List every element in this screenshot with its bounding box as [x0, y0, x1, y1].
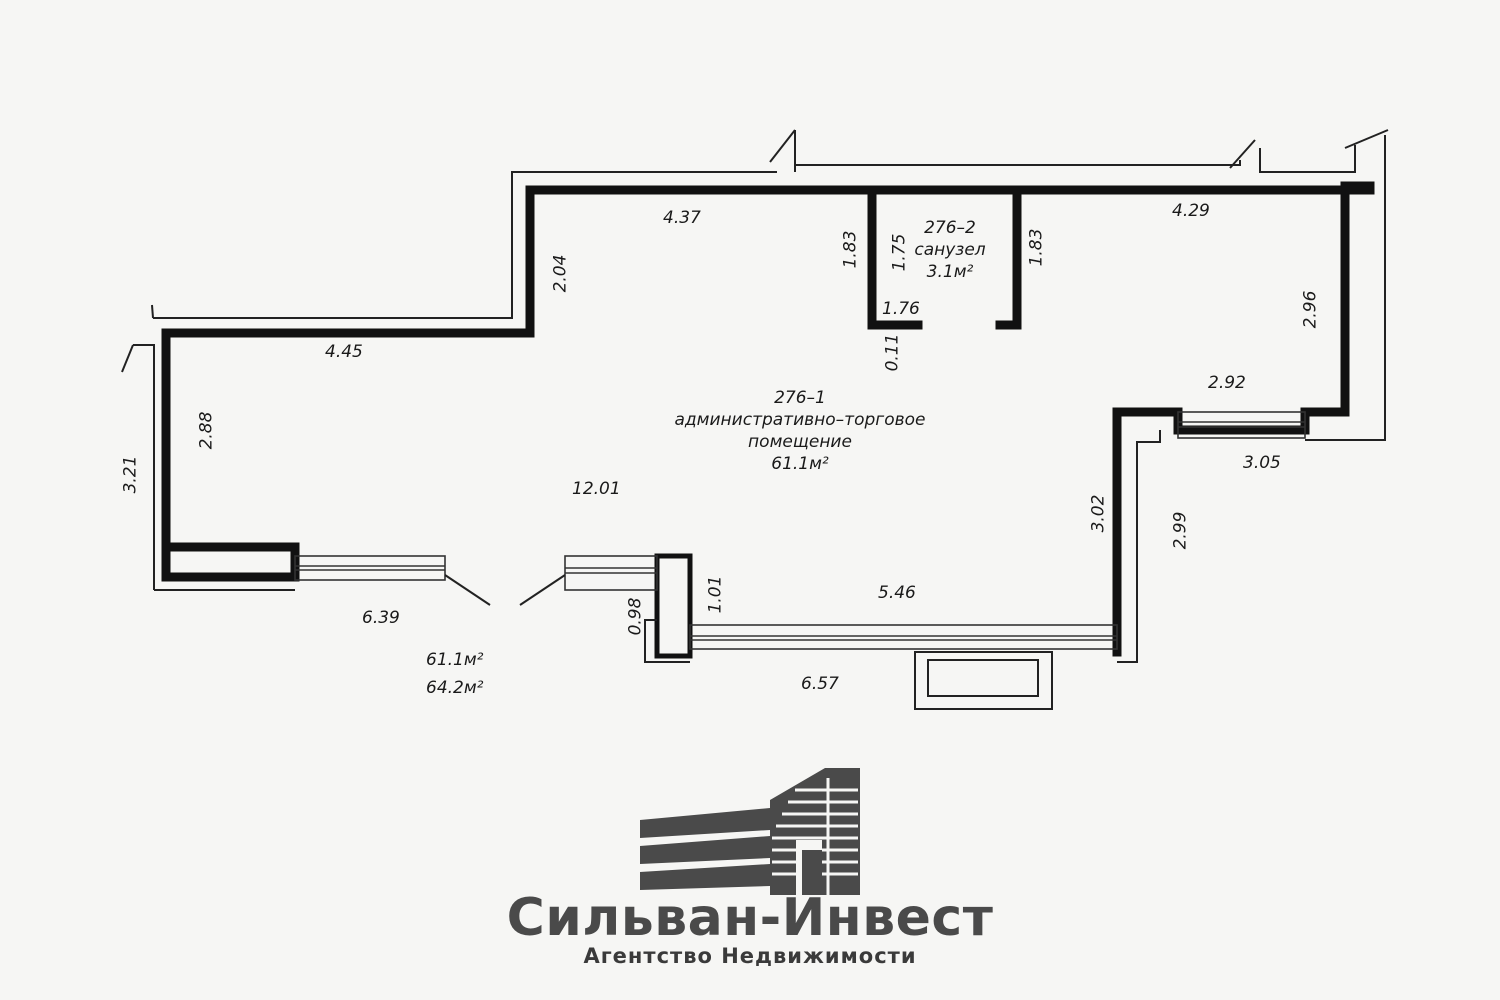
window-bottom — [689, 624, 1118, 650]
outer-contour-column — [644, 619, 690, 663]
dim-2-04: 2.04 — [550, 254, 571, 293]
window-right — [1177, 411, 1306, 439]
room-wc-area: 3.1м² — [926, 262, 974, 282]
room-wc-number: 276–2 — [924, 218, 976, 238]
room-main-name-1: административно–торговое — [674, 410, 926, 430]
room-main-label: 276–1 административно–торговое помещение… — [650, 387, 950, 475]
outer-contour-left-diag — [121, 344, 134, 373]
outer-contour-right — [1305, 135, 1386, 441]
door-leaf-right — [519, 574, 566, 606]
room-main-area: 61.1м² — [771, 454, 829, 474]
total-area-full: 64.2м² — [426, 678, 484, 698]
dim-1-75: 1.75 — [889, 233, 910, 272]
dim-2-96: 2.96 — [1300, 290, 1321, 329]
porch — [914, 651, 1053, 710]
outer-contour-top-mid2 — [795, 160, 1241, 166]
outer-contour-right-lower — [1117, 430, 1161, 663]
room-wc-name: санузел — [914, 240, 986, 260]
dim-4-45: 4.45 — [325, 342, 363, 362]
brand-logo-icon — [640, 768, 860, 895]
outer-contour-top-right — [1259, 145, 1356, 173]
dim-3-21: 3.21 — [120, 455, 141, 494]
dim-3-05: 3.05 — [1243, 453, 1281, 473]
dim-12-01: 12.01 — [572, 479, 621, 499]
room-main-number: 276–1 — [774, 388, 826, 408]
outer-contour-top — [153, 171, 777, 319]
dim-2-88: 2.88 — [196, 411, 217, 450]
wc-wall-left — [867, 185, 923, 330]
room-main-name-2: помещение — [748, 432, 852, 452]
dim-0-11: 0.11 — [882, 333, 903, 372]
dim-1-83-right: 1.83 — [1026, 228, 1047, 267]
room-wc-label: 276–2 санузел 3.1м² — [890, 217, 1010, 283]
dim-2-99: 2.99 — [1170, 511, 1191, 550]
wc-wall-right — [995, 185, 1022, 330]
window-mid — [564, 555, 658, 591]
total-area-living: 61.1м² — [426, 650, 484, 670]
door-leaf-left — [444, 574, 491, 606]
dim-0-98: 0.98 — [625, 597, 646, 636]
wall-column — [654, 553, 693, 659]
brand-name: Сильван-Инвест — [506, 888, 994, 948]
dim-6-39: 6.39 — [362, 608, 400, 628]
dim-5-46: 5.46 — [878, 583, 916, 603]
dim-1-76: 1.76 — [882, 299, 920, 319]
dim-4-37: 4.37 — [663, 208, 701, 228]
dim-2-92: 2.92 — [1208, 373, 1246, 393]
outer-contour — [133, 344, 155, 590]
dim-6-57: 6.57 — [801, 674, 839, 694]
dim-1-01: 1.01 — [705, 575, 726, 614]
dim-3-02: 3.02 — [1088, 494, 1109, 533]
dim-4-29: 4.29 — [1172, 201, 1210, 221]
outer-contour-top-left — [151, 304, 154, 319]
wall-break — [769, 129, 796, 163]
dim-1-83-left: 1.83 — [840, 230, 861, 269]
wall-break — [1229, 139, 1256, 169]
brand-tagline: Агентство Недвижимости — [583, 944, 917, 968]
window-left — [294, 555, 446, 581]
wall-break — [1344, 129, 1389, 149]
